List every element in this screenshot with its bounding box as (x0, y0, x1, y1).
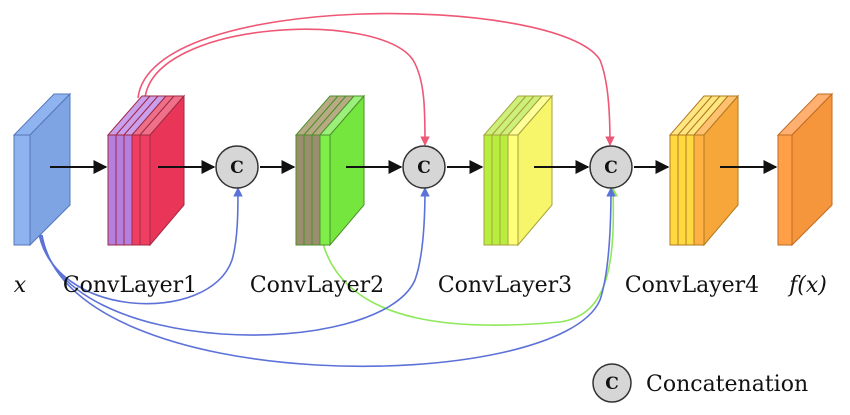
legend-concat-icon (592, 363, 632, 403)
legend-concat-symbol: C (605, 374, 619, 394)
convlayer3-block (482, 94, 554, 247)
layer4-label: ConvLayer4 (625, 273, 759, 298)
convlayer1-block (106, 94, 186, 247)
concat-node-3: C (589, 145, 633, 189)
concat-node-1: C (215, 145, 259, 189)
skip-layer1-to-concat3 (137, 12, 615, 146)
concat-node-2-symbol: C (417, 158, 431, 178)
skip-input-to-concat3 (41, 187, 616, 368)
output-label: f(x) (787, 273, 827, 298)
skip-layer1-to-concat2 (144, 28, 430, 146)
concat-node-2: C (402, 145, 446, 189)
skip-input-to-concat1 (37, 187, 243, 305)
skip-connections (37, 12, 619, 368)
legend: C Concatenation (592, 363, 808, 403)
convlayer4-block (668, 94, 740, 247)
layer2-label: ConvLayer2 (250, 273, 384, 298)
input-label: x (14, 273, 27, 298)
concat-node-3-symbol: C (604, 158, 618, 178)
layer1-label: ConvLayer1 (63, 273, 197, 298)
concat-node-1-symbol: C (230, 158, 244, 178)
layer3-label: ConvLayer3 (438, 273, 572, 298)
input-block (12, 92, 72, 247)
output-block (776, 92, 834, 247)
skip-layer2-to-concat3 (321, 187, 619, 327)
convlayer2-block (294, 94, 366, 247)
legend-concat-label: Concatenation (646, 372, 808, 397)
skip-input-to-concat2 (39, 187, 430, 336)
